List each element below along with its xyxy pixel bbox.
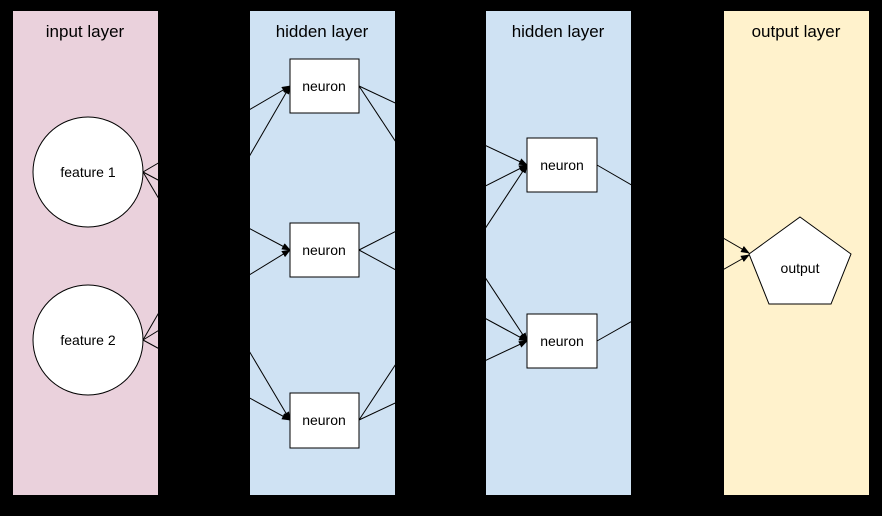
edge-feature1-h1neuron3 [142,171,291,421]
output-layer-title: output layer [752,22,841,41]
input-layer-title: input layer [46,22,125,41]
input-layer-panel [13,11,158,495]
node-h1-neuron-3 [289,392,360,449]
node-h2-neuron-2 [526,313,598,369]
node-h1-neuron-1-label: neuron [302,78,346,94]
edge-feature1-h1neuron1 [142,85,291,173]
node-feature-2-label: feature 2 [60,332,115,348]
node-h1-neuron-3-label: neuron [302,412,346,428]
edge-feature2-h1neuron3 [142,339,291,421]
edge-feature1-h1neuron2 [142,171,291,251]
node-h1-neuron-2 [289,222,360,278]
node-h2-neuron-1-label: neuron [540,157,584,173]
node-feature-1-label: feature 1 [60,164,115,180]
edge-h2neuron1-output [596,164,750,254]
node-h2-neuron-1 [526,137,598,193]
edge-h2neuron2-output [596,254,750,342]
edge-feature2-h1neuron1 [142,85,291,341]
hidden-layer-2-title: hidden layer [512,22,605,41]
edge-h1neuron2-h2neuron1 [358,164,528,251]
edge-h1neuron3-h2neuron1 [358,164,528,421]
edge-h1neuron2-h2neuron2 [358,249,528,342]
hidden-layer-1-title: hidden layer [276,22,369,41]
edge-h1neuron3-h2neuron2 [358,340,528,421]
node-h1-neuron-2-label: neuron [302,242,346,258]
edges-group [142,85,750,421]
node-output-label: output [781,260,820,276]
node-feature-2 [32,284,144,396]
edge-h1neuron1-h2neuron1 [358,85,528,166]
node-feature-1 [32,116,144,228]
hidden-layer-2-panel [486,11,631,495]
edge-feature2-h1neuron2 [142,249,291,341]
node-output [748,216,852,305]
node-h2-neuron-2-label: neuron [540,333,584,349]
node-h1-neuron-1 [289,58,360,114]
edge-h1neuron1-h2neuron2 [358,85,528,342]
